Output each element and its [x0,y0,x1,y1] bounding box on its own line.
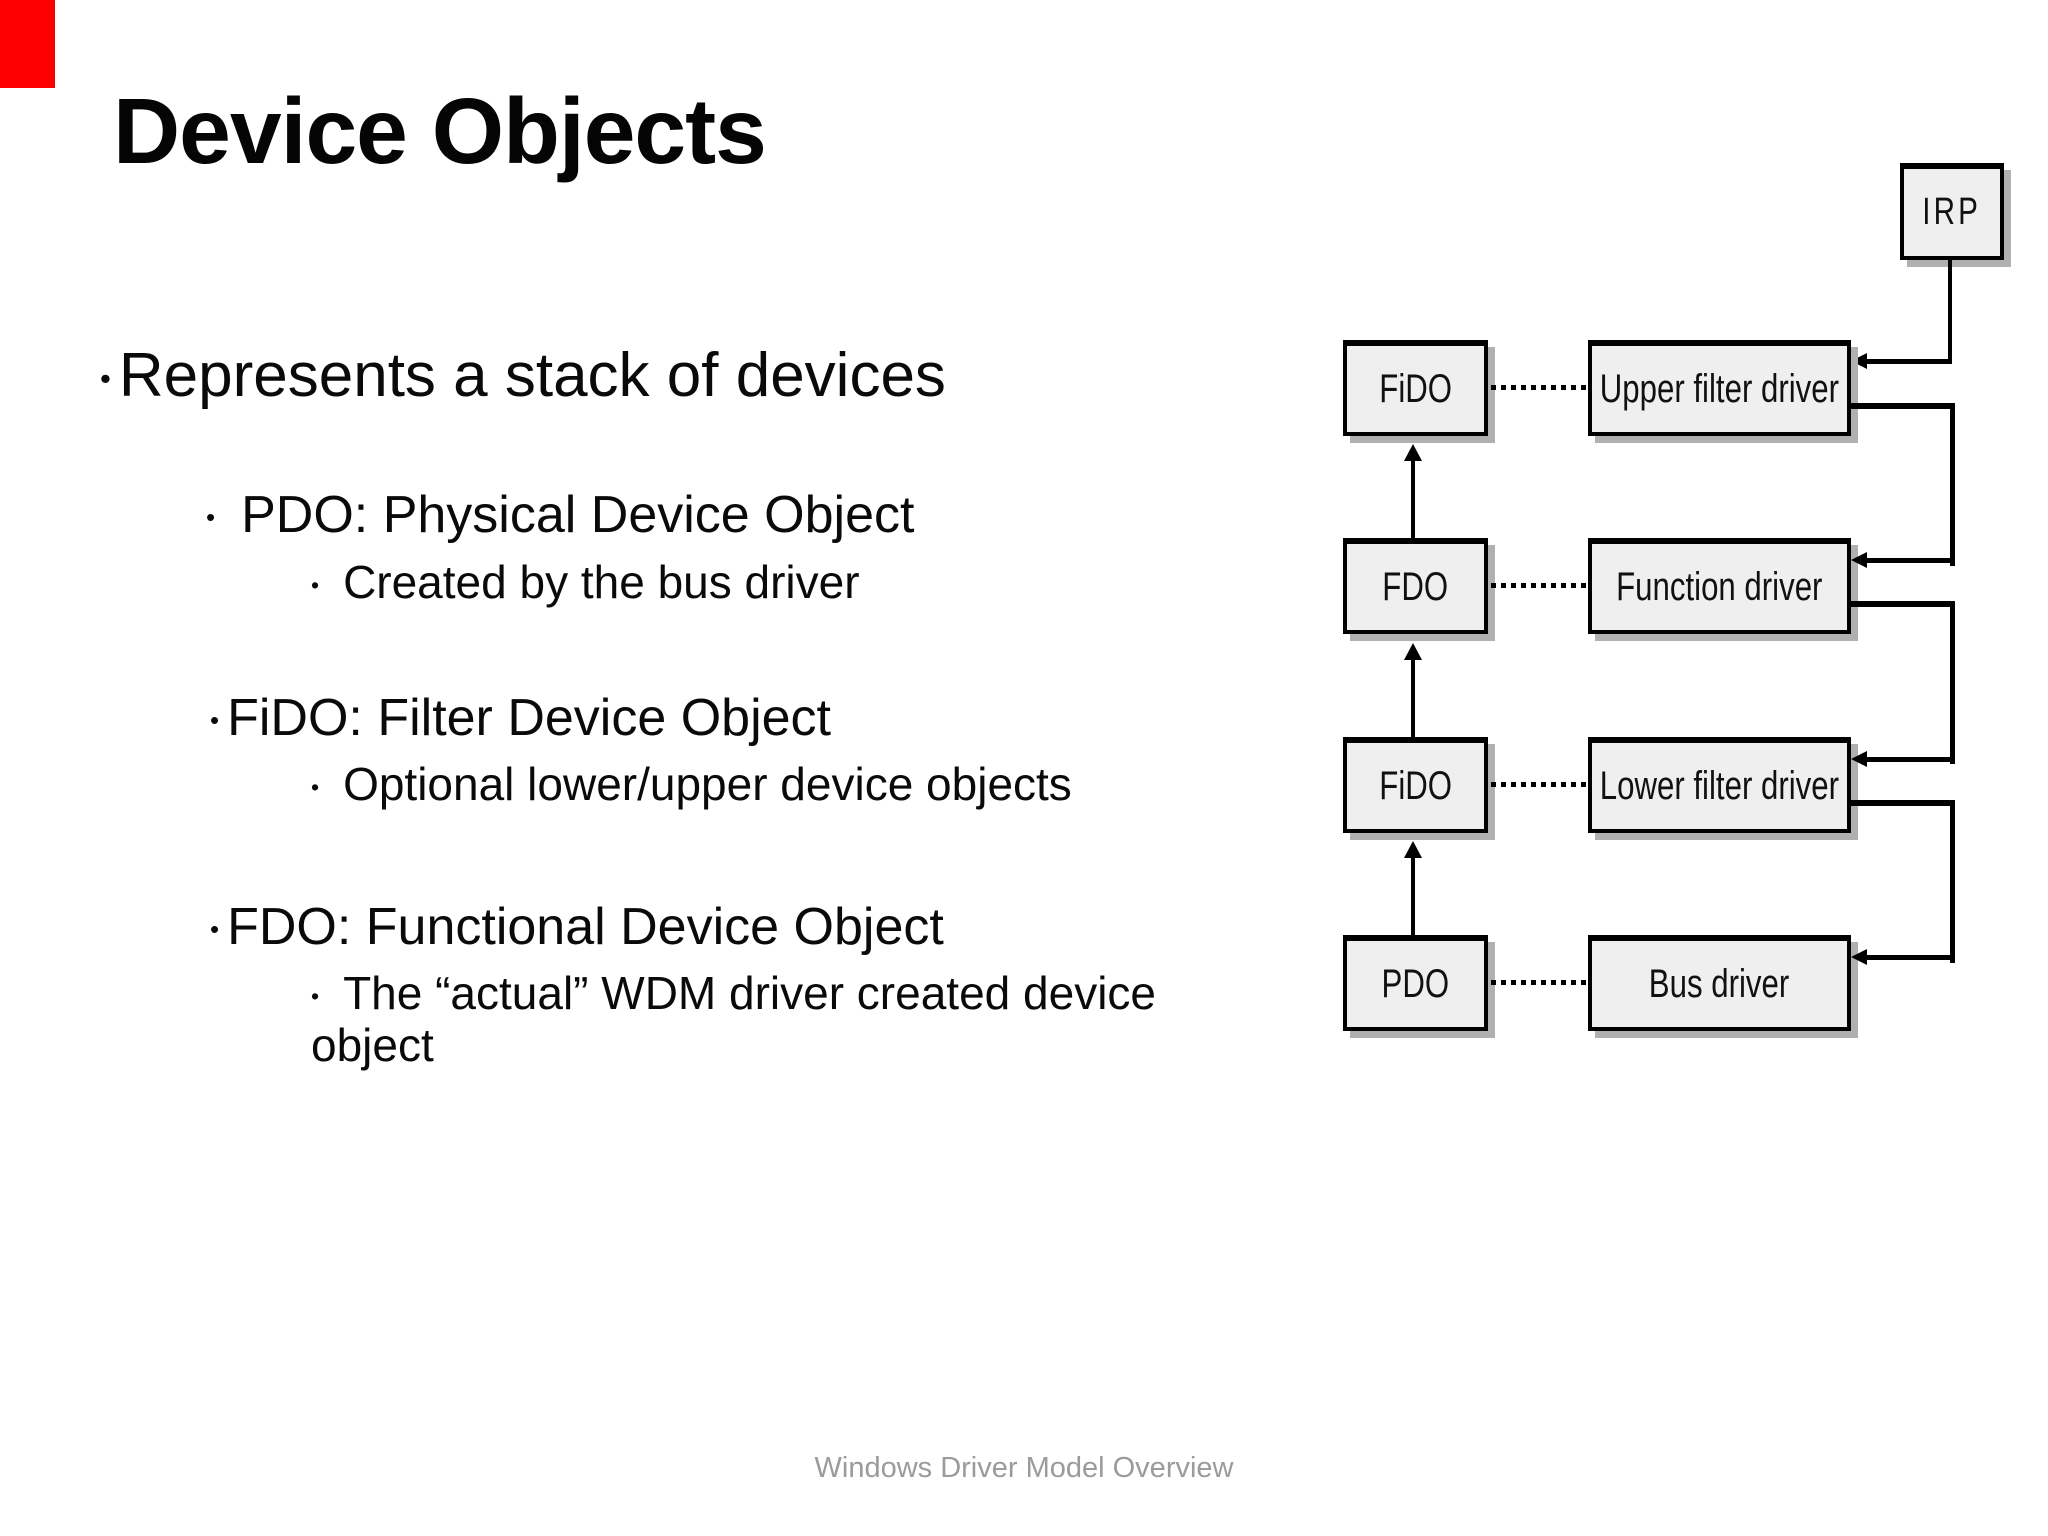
cascade-out-line [1849,601,1955,607]
device-box-label: FDO [1382,564,1449,609]
page-title: Device Objects [113,79,767,183]
bullet-marker: • [311,571,320,598]
bullet-marker: • [311,982,320,1009]
driver-box-label: Lower filter driver [1599,763,1840,808]
bullet-fdo: •FDO: Functional Device Object [210,898,944,958]
irp-connector-vertical-line [1948,258,1952,362]
bullet-text: Created by the bus driver [343,556,860,608]
dotted-connector [1491,385,1587,390]
driver-box-bus: Bus driver [1588,935,1851,1031]
cascade-vertical-line [1950,800,1955,963]
dotted-connector [1491,782,1587,787]
irp-connector-horizontal-line [1862,359,1952,364]
cascade-vertical-line [1950,601,1955,764]
bullet-marker: • [210,914,220,945]
up-arrowhead-icon [1404,643,1422,660]
bullet-optional-objects: • Optional lower/upper device objects [311,758,1072,811]
up-arrowhead-icon [1404,841,1422,858]
device-box-fdo: FDO [1343,538,1488,634]
cascade-out-line [1849,800,1955,806]
cascade-in-line [1862,757,1952,762]
cascade-out-line [1849,403,1955,409]
bullet-marker: • [206,502,216,533]
device-box-pdo: PDO [1343,935,1488,1031]
device-box-fido-lower: FiDO [1343,737,1488,833]
bullet-pdo: • PDO: Physical Device Object [206,486,914,546]
device-box-fido-upper: FiDO [1343,340,1488,436]
irp-arrowhead-icon [1851,353,1867,369]
slide-accent-bar [0,0,55,88]
dotted-connector [1491,980,1587,985]
driver-box-upper-filter: Upper filter driver [1588,340,1851,436]
driver-box-label: Bus driver [1649,961,1790,1006]
cascade-in-line [1862,558,1952,563]
irp-box: IRP [1900,163,2004,260]
bullet-text: FiDO: Filter Device Object [227,689,831,747]
cascade-arrowhead-icon [1851,949,1867,965]
bullet-text: Optional lower/upper device objects [343,758,1072,810]
device-box-label: FiDO [1379,763,1452,808]
cascade-vertical-line [1950,403,1955,566]
driver-box-label: Upper filter driver [1599,366,1840,411]
driver-box-label: Function driver [1616,564,1823,609]
cascade-in-line [1862,955,1952,960]
cascade-arrowhead-icon [1851,751,1867,767]
bullet-marker: • [311,773,320,800]
bullet-marker: • [100,361,111,397]
bullet-actual-wdm: •The “actual” WDM driver created device … [311,967,1291,1072]
bullet-text: Represents a stack of devices [118,341,946,410]
device-box-label: FiDO [1379,366,1452,411]
bullet-marker: • [210,705,220,736]
up-arrow-line [1411,657,1415,737]
bullet-represents: •Represents a stack of devices [100,340,946,411]
driver-box-function: Function driver [1588,538,1851,634]
irp-label: IRP [1922,191,1982,233]
dotted-connector [1491,583,1587,588]
bullet-text: The “actual” WDM driver created device o… [311,967,1156,1071]
device-box-label: PDO [1381,961,1450,1006]
driver-box-lower-filter: Lower filter driver [1588,737,1851,833]
up-arrow-line [1411,458,1415,538]
cascade-arrowhead-icon [1851,552,1867,568]
bullet-fido: •FiDO: Filter Device Object [210,689,831,749]
bullet-created-by-bus: • Created by the bus driver [311,556,860,609]
bullet-text: FDO: Functional Device Object [227,898,944,956]
bullet-text: PDO: Physical Device Object [241,486,915,544]
up-arrow-line [1411,855,1415,935]
up-arrowhead-icon [1404,444,1422,461]
footer-text: Windows Driver Model Overview [814,1452,1234,1484]
